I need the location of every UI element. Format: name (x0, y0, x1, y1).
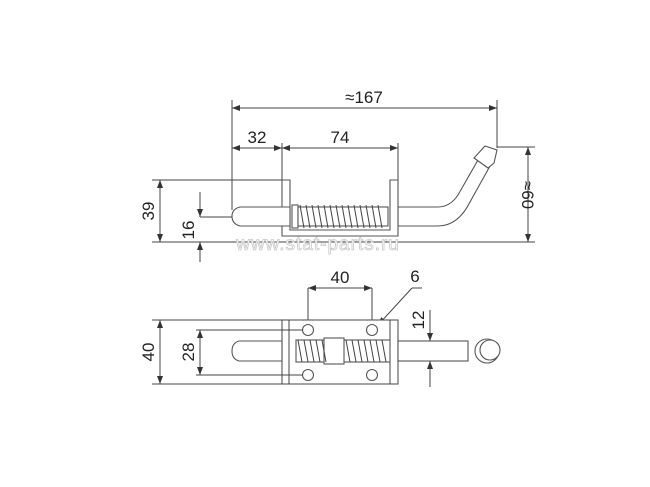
dim-height: 39 (139, 202, 158, 221)
dim-plate-width: 40 (139, 343, 158, 362)
bottom-view: 40 6 40 28 12 (139, 267, 501, 387)
mounting-holes (301, 323, 379, 382)
dim-pin-height: 16 (179, 221, 198, 240)
top-view: ≈167 32 74 39 16 ≈60 www.stat-parts.ru (139, 88, 537, 262)
watermark: www.stat-parts.ru (235, 234, 400, 255)
dim-overall-length: ≈167 (345, 88, 383, 107)
dim-hole-diameter: 6 (410, 267, 419, 286)
dim-hole-row-spacing: 28 (179, 343, 198, 362)
spring (297, 204, 389, 229)
dim-hole-spacing: 40 (331, 268, 350, 287)
dim-pin-diameter: 12 (409, 311, 428, 330)
dim-handle-height: ≈60 (518, 181, 537, 209)
dim-pin-extension: 32 (248, 128, 267, 147)
dim-plate-length: 74 (331, 128, 350, 147)
